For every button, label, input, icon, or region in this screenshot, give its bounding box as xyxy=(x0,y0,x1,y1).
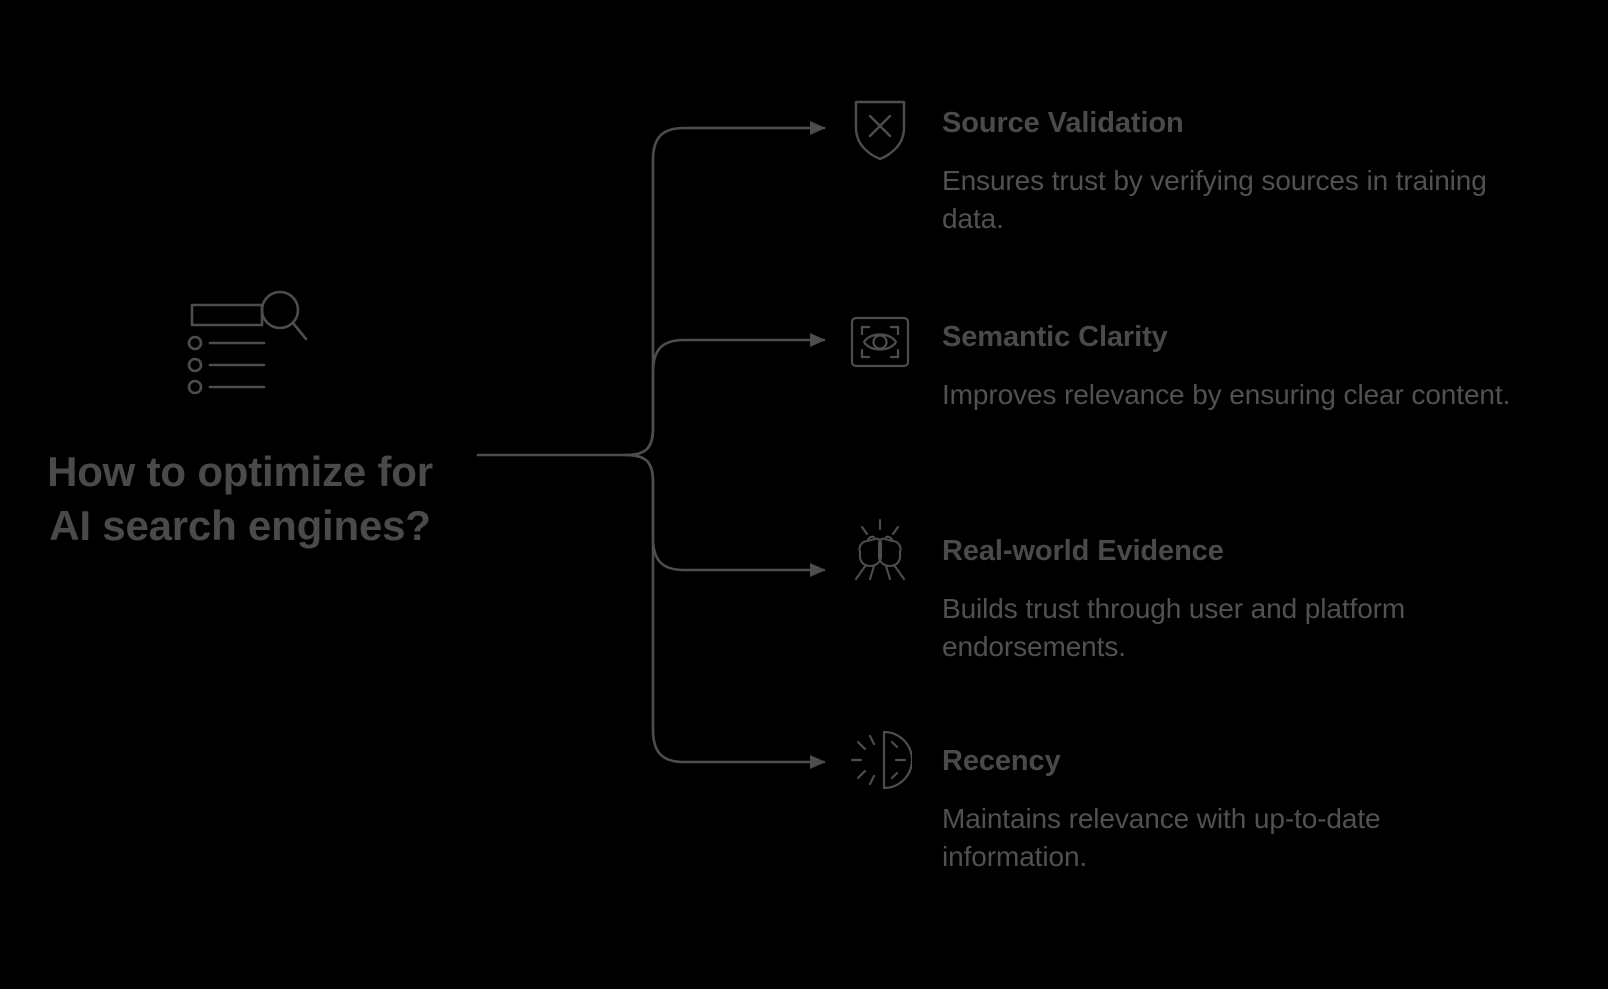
branch-description: Maintains relevance with up-to-date info… xyxy=(942,803,1381,873)
fist-bump-icon xyxy=(848,518,912,582)
branch-body: Real-world Evidence Builds trust through… xyxy=(942,535,1512,667)
page-title: How to optimize for AI search engines? xyxy=(47,448,433,549)
search-list-icon xyxy=(170,285,310,405)
root-node: How to optimize for AI search engines? xyxy=(40,285,440,553)
branch-description: Improves relevance by ensuring clear con… xyxy=(942,379,1511,411)
shield-x-icon xyxy=(848,98,912,162)
branch-body: Source Validation Ensures trust by verif… xyxy=(942,107,1512,239)
branch-body: Semantic Clarity Improves relevance by e… xyxy=(942,321,1512,414)
half-sun-icon xyxy=(848,728,914,792)
branch-title: Recency xyxy=(942,745,1061,777)
branch-title: Semantic Clarity xyxy=(942,321,1168,353)
branch-title: Real-world Evidence xyxy=(942,535,1224,567)
branch-body: Recency Maintains relevance with up-to-d… xyxy=(942,745,1512,877)
branch-description: Ensures trust by verifying sources in tr… xyxy=(942,165,1487,235)
eye-scan-icon xyxy=(848,310,912,374)
branch-title: Source Validation xyxy=(942,107,1184,139)
branch-description: Builds trust through user and platform e… xyxy=(942,593,1406,663)
